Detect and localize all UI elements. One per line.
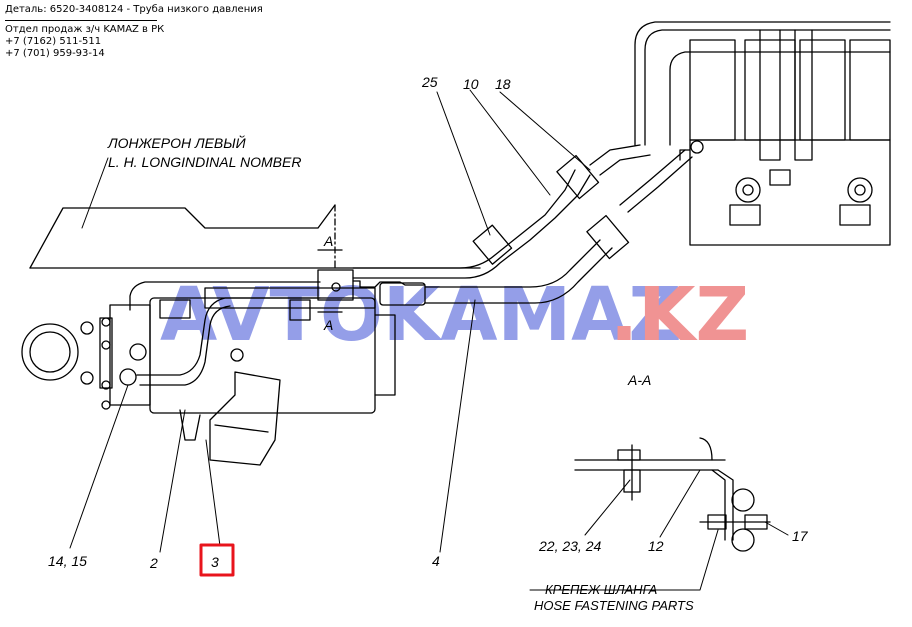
phone-primary: +7 (7162) 511-511 (5, 36, 102, 47)
leader-lines (69, 89, 789, 591)
engine-block (634, 21, 891, 246)
part-title: Деталь: 6520-3408124 - Труба низкого дав… (5, 4, 263, 15)
hose-fastening-caption-en: HOSE FASTENING PARTS (534, 598, 694, 613)
callout-4: 4 (432, 553, 440, 569)
header-info: Деталь: 6520-3408124 - Труба низкого дав… (5, 4, 263, 60)
section-aa-title: A-A (627, 372, 651, 388)
section-aa-detail (574, 437, 771, 552)
callout-22-23-24: 22, 23, 24 (538, 538, 601, 554)
callout-12: 12 (648, 538, 664, 554)
watermark: AVTOKAMAZ .KZ (160, 272, 749, 358)
longeron-title-en: L. H. LONGINDINAL NOMBER (108, 154, 301, 170)
section-marker-top: A (323, 233, 333, 249)
low-pressure-pipe (129, 269, 354, 386)
phone-secondary: +7 (701) 959-93-14 (5, 48, 105, 59)
section-marker-bottom: A (323, 317, 333, 333)
callout-3: 3 (211, 554, 219, 570)
callout-2: 2 (149, 555, 158, 571)
sales-department: Отдел продаж з/ч KAMAZ в РК (5, 24, 165, 35)
callout-25: 25 (421, 74, 438, 90)
callout-10: 10 (463, 76, 479, 92)
section-a-arrows (317, 249, 343, 313)
callout-17: 17 (792, 528, 809, 544)
callout-14-15: 14, 15 (48, 553, 87, 569)
callout-18: 18 (495, 76, 511, 92)
watermark-text-main: AVTOKAMAZ (160, 272, 682, 358)
hose-fastening-caption-ru: КРЕПЕЖ ШЛАНГА (545, 582, 657, 597)
highlight-box-callout-3 (199, 543, 235, 577)
hose-lines (352, 144, 693, 306)
watermark-text-domain: .KZ (610, 272, 749, 358)
longeron-title-ru: ЛОНЖЕРОН ЛЕВЫЙ (107, 134, 247, 151)
header-divider (5, 20, 157, 21)
longeron-frame (29, 204, 481, 271)
